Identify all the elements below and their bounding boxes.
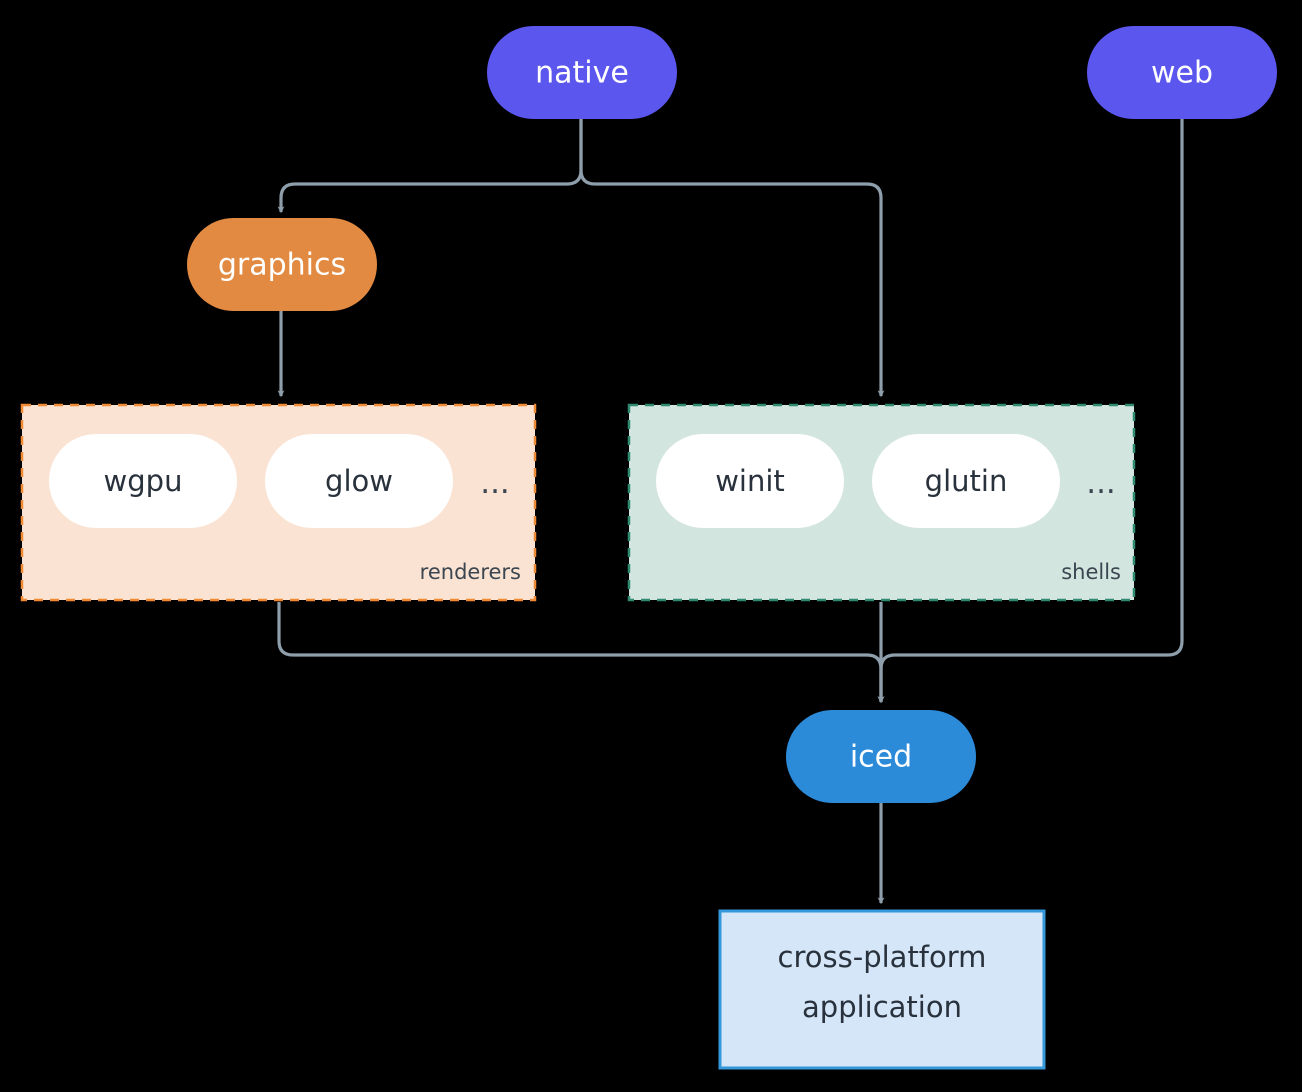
group-shells[interactable]: winit glutin ... shells xyxy=(627,403,1136,602)
node-application-label-line1: cross-platform xyxy=(778,940,987,974)
node-iced[interactable]: iced xyxy=(786,710,976,803)
pill-glutin-shape xyxy=(872,434,1060,528)
edge-native-to-graphics xyxy=(277,119,583,214)
edge-layer xyxy=(277,119,1184,905)
node-iced-shape xyxy=(786,710,976,803)
pill-wgpu-label: wgpu xyxy=(104,464,183,498)
node-web-label: web xyxy=(1151,56,1213,91)
renderers-ellipsis-icon: ... xyxy=(480,465,510,501)
group-renderers-label: renderers xyxy=(420,560,521,584)
node-cross-platform-application-shape xyxy=(718,909,1046,1070)
node-graphics-shape xyxy=(187,218,377,311)
node-native[interactable]: native xyxy=(487,26,677,119)
pill-winit-shape xyxy=(656,434,844,528)
node-cross-platform-application[interactable]: cross-platform application xyxy=(718,909,1046,1070)
node-web[interactable]: web xyxy=(1087,26,1277,119)
pill-wgpu[interactable]: wgpu xyxy=(49,434,237,528)
pill-glow-label: glow xyxy=(325,464,393,498)
edge-native-to-shells xyxy=(579,119,885,398)
shells-ellipsis-icon: ... xyxy=(1086,465,1116,501)
pill-winit-label: winit xyxy=(715,464,785,498)
node-iced-label: iced xyxy=(850,740,912,775)
node-native-shape xyxy=(487,26,677,119)
group-renderers[interactable]: wgpu glow ... renderers xyxy=(20,403,537,602)
pill-wgpu-shape xyxy=(49,434,237,528)
node-graphics-label: graphics xyxy=(218,248,346,283)
pill-glow-shape xyxy=(265,434,453,528)
node-native-label: native xyxy=(535,56,629,91)
node-web-shape xyxy=(1087,26,1277,119)
group-shells-label: shells xyxy=(1061,560,1121,584)
pill-glutin[interactable]: glutin xyxy=(872,434,1060,528)
node-application-label-line2: application xyxy=(802,990,962,1024)
edge-renderers-to-iced xyxy=(277,602,885,704)
pill-winit[interactable]: winit xyxy=(656,434,844,528)
pill-glutin-label: glutin xyxy=(925,464,1008,498)
pill-glow[interactable]: glow xyxy=(265,434,453,528)
node-graphics[interactable]: graphics xyxy=(187,218,377,311)
